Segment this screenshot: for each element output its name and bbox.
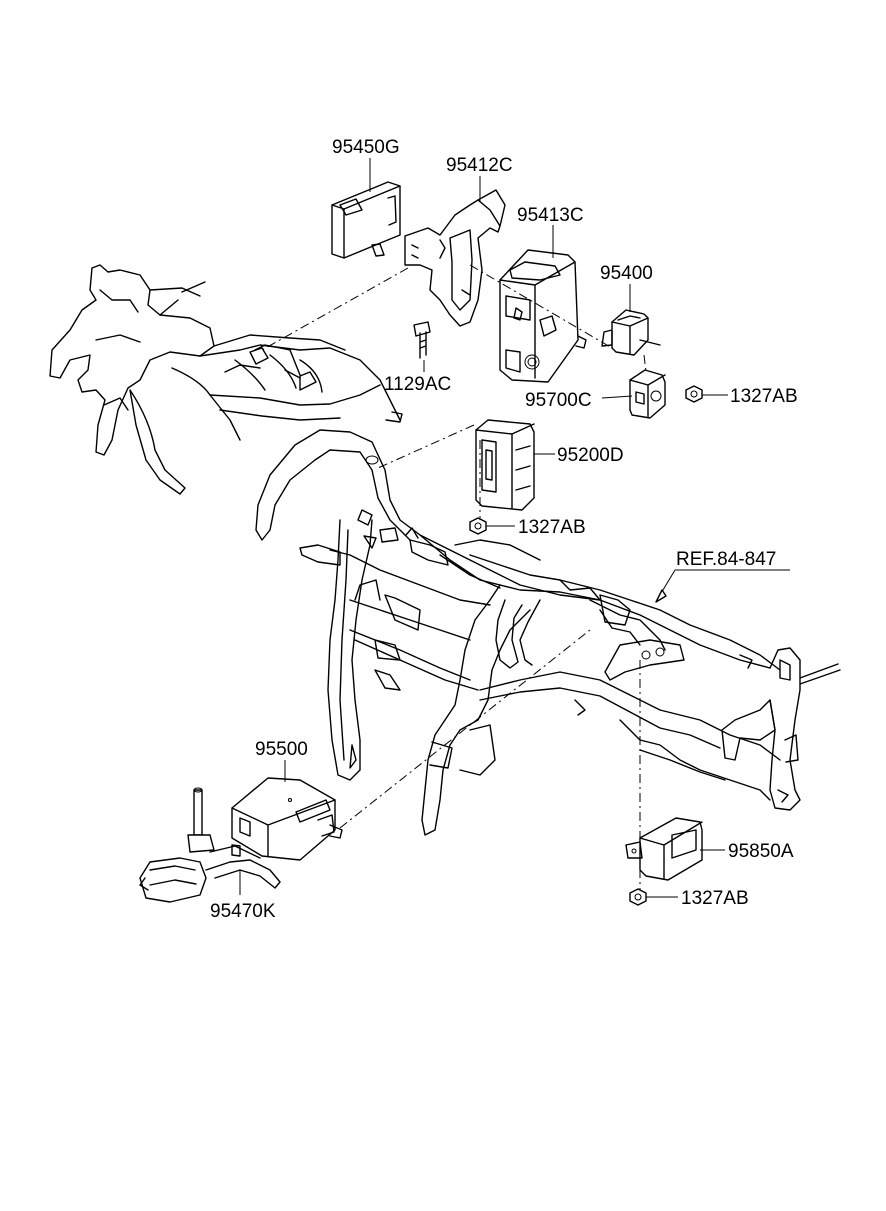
part-1327AB-nut-c [629, 888, 647, 906]
part-1129AC-bolt [413, 321, 431, 359]
label-95500: 95500 [255, 739, 308, 760]
label-95700C: 95700C [525, 390, 592, 411]
label-95413C: 95413C [517, 205, 584, 226]
label-95450G: 95450G [332, 137, 400, 158]
label-95470K: 95470K [210, 901, 276, 922]
label-95850A: 95850A [728, 841, 794, 862]
cross-car-beam [49, 264, 841, 836]
part-1327AB-nut-a [685, 385, 703, 403]
part-95700C [629, 369, 666, 419]
part-95470K-sensor [139, 787, 281, 903]
part-95850A-module [625, 817, 703, 881]
part-95413C-module [499, 249, 587, 383]
label-1129AC: 1129AC [384, 374, 451, 395]
assembly-dashed-lines [261, 264, 647, 890]
label-1327AB-a: 1327AB [730, 386, 798, 407]
part-95412C-bracket [404, 189, 506, 327]
part-95200D-module [475, 419, 535, 511]
label-1327AB-c: 1327AB [681, 888, 749, 909]
part-95450G-module [331, 181, 401, 259]
label-ref-84-847: REF.84-847 [676, 549, 776, 570]
part-95500-module [231, 777, 343, 861]
part-95400 [601, 309, 661, 356]
part-1327AB-nut-b [469, 517, 487, 535]
leader-lines [239, 158, 790, 898]
label-95400: 95400 [600, 263, 653, 284]
label-95412C: 95412C [446, 155, 513, 176]
label-95200D: 95200D [557, 445, 624, 466]
part-labels: 95450G 95412C 95413C 95400 1129AC 95700C… [210, 137, 798, 922]
label-1327AB-b: 1327AB [518, 517, 586, 538]
